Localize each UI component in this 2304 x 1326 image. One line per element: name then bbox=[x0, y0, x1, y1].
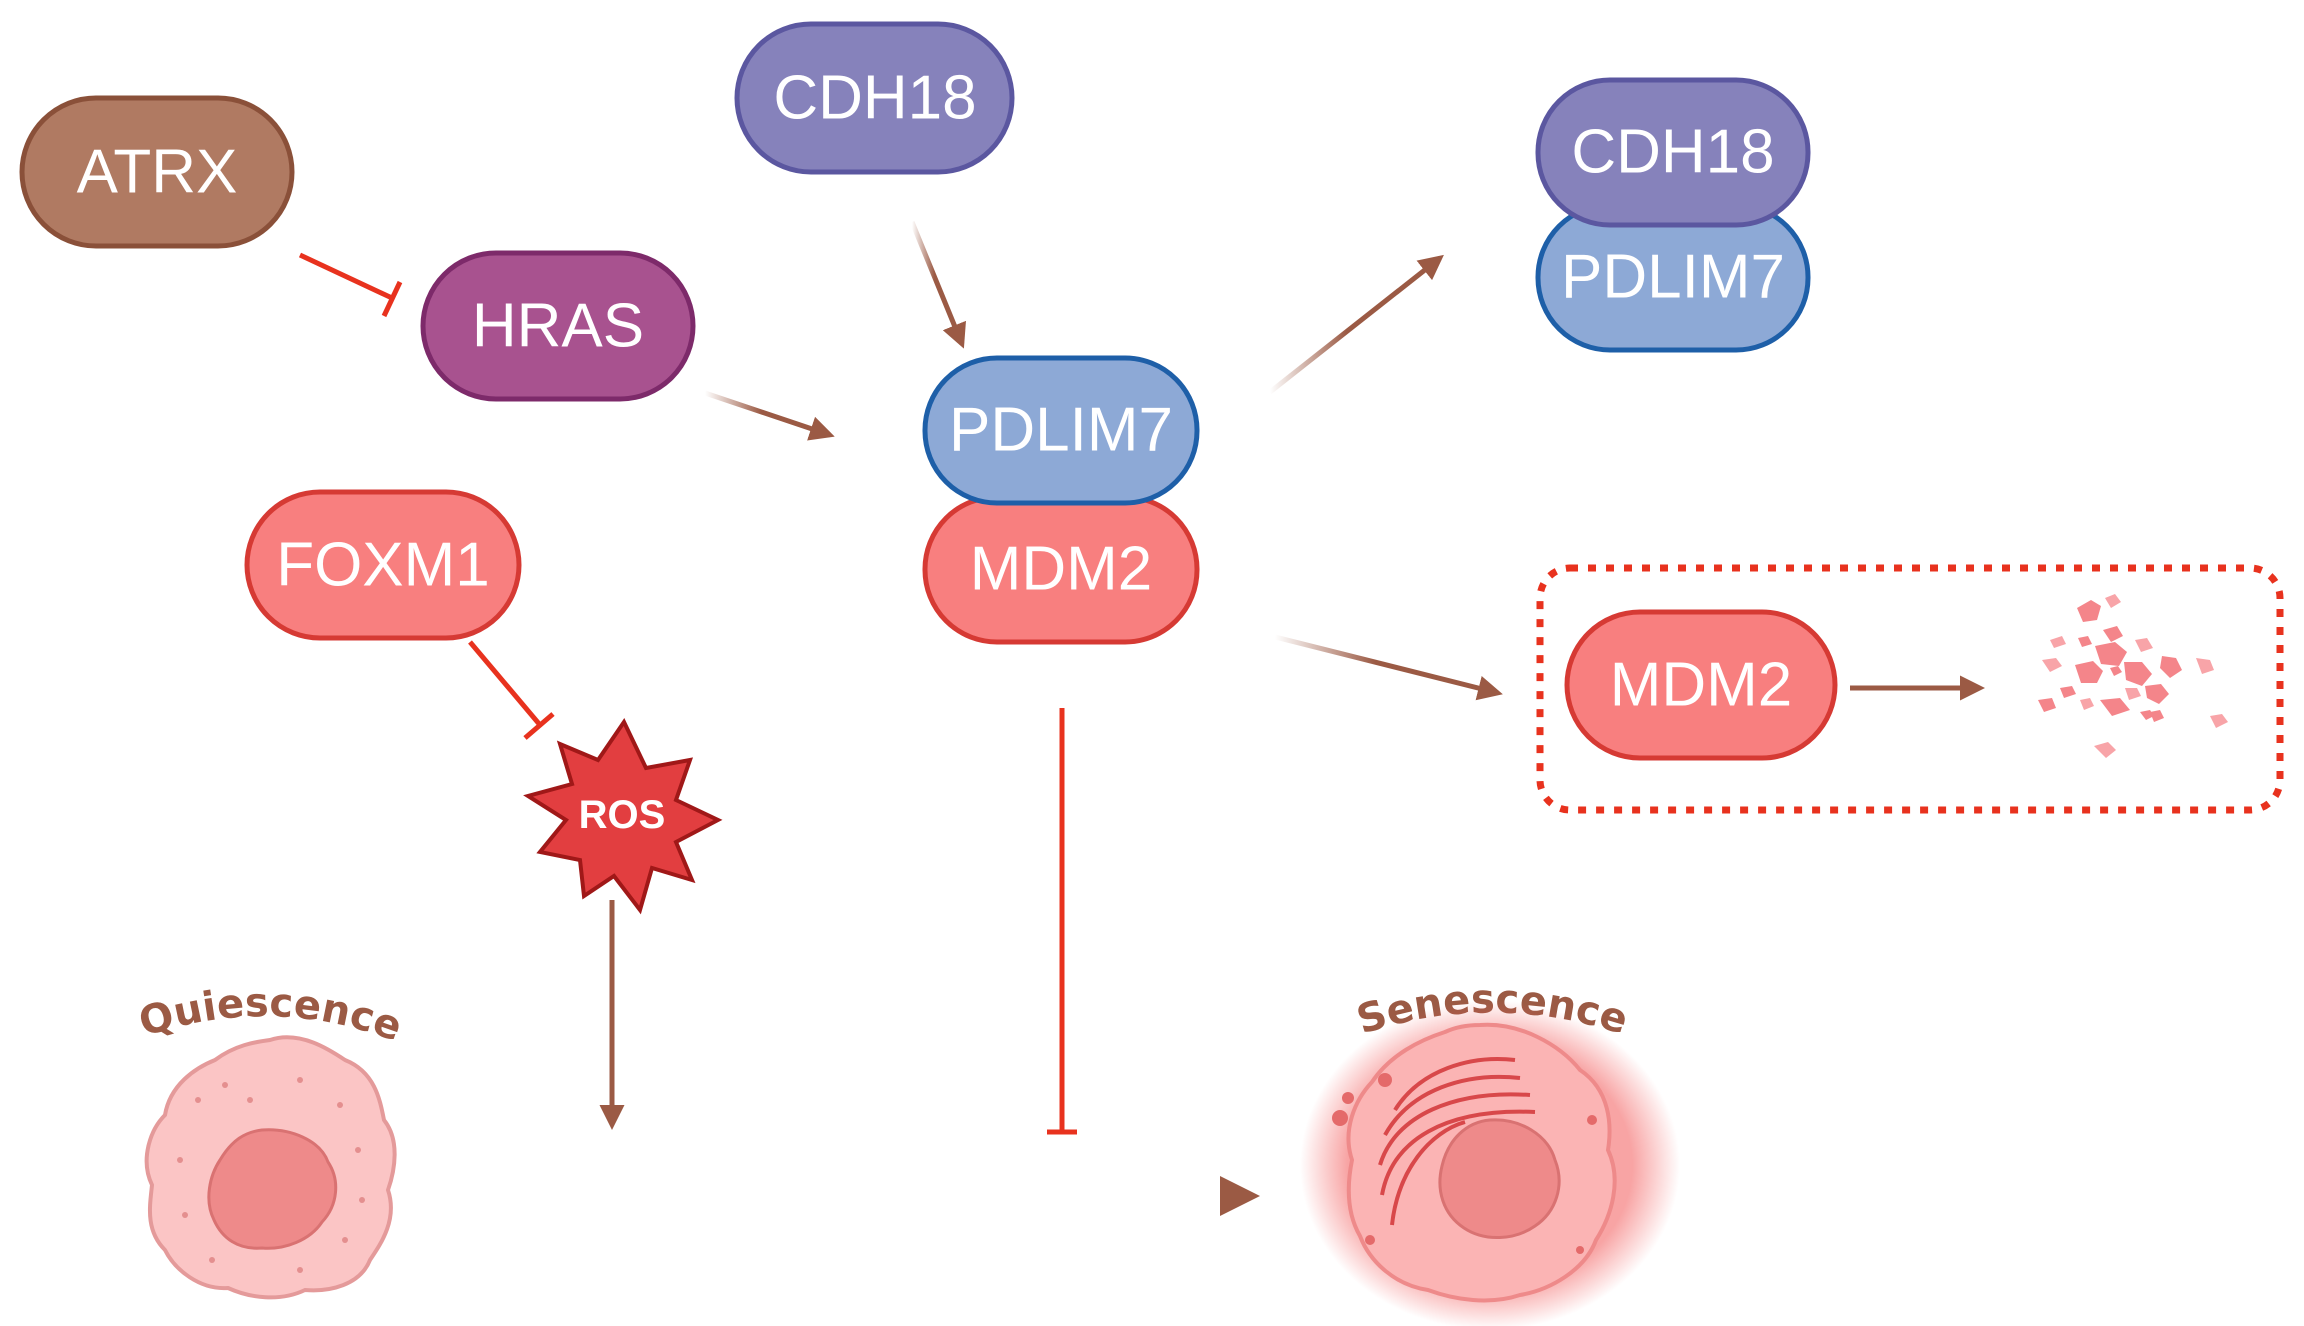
cdh18-top-node: CDH18 bbox=[734, 21, 1015, 175]
foxm1-node: FOXM1 bbox=[244, 489, 522, 641]
hras-node: HRAS bbox=[420, 250, 696, 402]
quiescence-cell: Quiescence bbox=[134, 980, 408, 1300]
arrow-hras-pdlim7 bbox=[704, 390, 835, 441]
arrow-complex-mdm2-degradation bbox=[1274, 634, 1503, 701]
pdlim7-center-node bbox=[922, 355, 1200, 506]
pdlim7-center-label: PDLIM7 bbox=[949, 396, 1173, 465]
quiescence-nucleus bbox=[207, 1128, 338, 1250]
arrow-cdh18-pdlim7 bbox=[909, 221, 966, 349]
ros-burst: ROS bbox=[523, 718, 723, 915]
pdlim7-complex-label: PDLIM7 bbox=[1561, 243, 1785, 312]
cdh18-pdlim7-complex: PDLIM7 CDH18 bbox=[1535, 77, 1811, 353]
mdm2-degraded-label: MDM2 bbox=[1610, 651, 1793, 720]
cdh18-complex-label: CDH18 bbox=[1571, 118, 1774, 187]
foxm1-label: FOXM1 bbox=[276, 531, 490, 600]
pdlim7-mdm2-complex: MDM2 PDLIM7 bbox=[922, 355, 1200, 645]
arrow-complex-cdh18-pdlim7 bbox=[1268, 254, 1444, 394]
mdm2-center-label: MDM2 bbox=[970, 535, 1153, 604]
protein-fragments bbox=[2038, 594, 2228, 758]
senescence-vesicles bbox=[1332, 1073, 1597, 1254]
senescence-er bbox=[1378, 1057, 1536, 1226]
cdh18-top-label: CDH18 bbox=[773, 64, 976, 133]
mdm2-degraded-node: MDM2 bbox=[1564, 609, 1838, 761]
ros-label: ROS bbox=[579, 793, 666, 837]
senescence-cell: Senescence bbox=[1300, 976, 1680, 1326]
quiescence-granules bbox=[177, 1077, 365, 1273]
atrx-node: ATRX bbox=[19, 95, 295, 249]
inhibition-atrx-hras bbox=[298, 252, 403, 318]
inhibition-complex-senescence bbox=[1047, 708, 1077, 1135]
atrx-label: ATRX bbox=[77, 138, 238, 207]
cdh18-complex-node bbox=[1535, 77, 1811, 228]
senescence-nucleus bbox=[1438, 1118, 1561, 1240]
inhibition-foxm1-ros bbox=[468, 640, 555, 740]
degradation-box: MDM2 bbox=[1536, 564, 2284, 814]
hras-label: HRAS bbox=[472, 292, 644, 361]
